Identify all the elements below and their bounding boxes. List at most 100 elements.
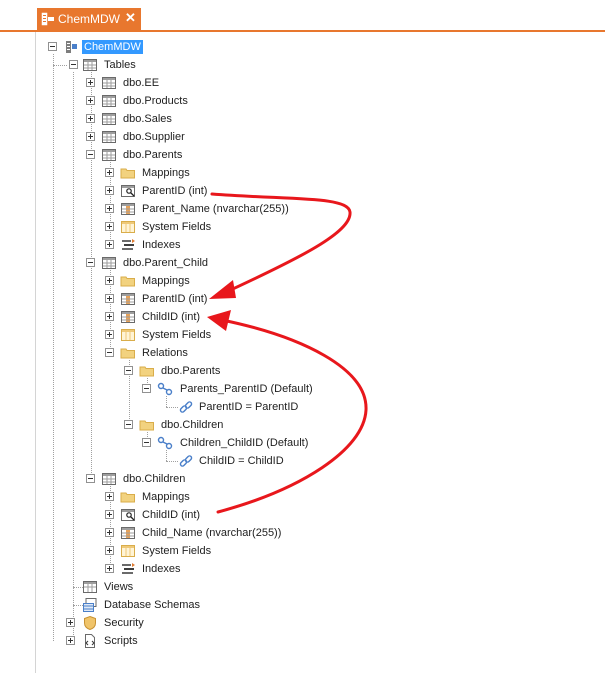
table-icon: [102, 77, 116, 89]
system-fields-label: System Fields: [142, 221, 212, 233]
mappings-label: Mappings: [142, 491, 190, 503]
tables-icon: [83, 59, 97, 71]
link-icon: [179, 455, 193, 467]
tree-node-indexes[interactable]: Indexes: [105, 236, 225, 254]
tree-node-tables[interactable]: Tables: [66, 56, 186, 74]
tree-node-system-fields[interactable]: System Fields: [105, 326, 225, 344]
tree-node-security[interactable]: Security: [66, 614, 186, 632]
expand-icon[interactable]: [105, 546, 114, 555]
tree-node-mappings[interactable]: Mappings: [105, 272, 225, 290]
tree-node-relation-key[interactable]: Parents_ParentID (Default): [142, 380, 322, 398]
folder-icon: [120, 348, 135, 359]
root-label: ChemMDW: [82, 40, 143, 54]
tree-node-parent-name[interactable]: Parent_Name (nvarchar(255)): [105, 200, 295, 218]
tree-node-relation-parents[interactable]: dbo.Parents: [124, 362, 244, 380]
collapse-icon[interactable]: [86, 258, 95, 267]
tree-node-parentid-key[interactable]: ParentID (int): [105, 182, 225, 200]
collapse-icon[interactable]: [142, 438, 151, 447]
collapse-icon[interactable]: [124, 420, 133, 429]
folder-icon: [139, 420, 154, 431]
expand-icon[interactable]: [105, 168, 114, 177]
tree-node-relation-children[interactable]: dbo.Children: [124, 416, 244, 434]
tree-node-table-parent-child[interactable]: dbo.Parent_Child: [86, 254, 226, 272]
tree-node-mappings[interactable]: Mappings: [105, 488, 225, 506]
tree-node-mappings[interactable]: Mappings: [105, 164, 225, 182]
database-tab-icon: [41, 12, 54, 26]
tree-node-relation-condition[interactable]: ChildID = ChildID: [161, 452, 311, 470]
field-icon: [121, 203, 135, 215]
tree-node-table-ee[interactable]: dbo.EE: [86, 74, 206, 92]
table-label: dbo.Children: [123, 473, 186, 485]
relation-key-label: Parents_ParentID (Default): [180, 383, 313, 395]
field-label: Child_Name (nvarchar(255)): [142, 527, 282, 539]
table-icon: [102, 95, 116, 107]
shield-icon: [84, 615, 96, 631]
tree-node-relation-condition[interactable]: ParentID = ParentID: [161, 398, 311, 416]
tree-node-database-schemas[interactable]: Database Schemas: [66, 596, 216, 614]
indexes-icon: [122, 563, 135, 574]
collapse-icon[interactable]: [142, 384, 151, 393]
table-label: dbo.Parent_Child: [123, 257, 209, 269]
tree-node-indexes[interactable]: Indexes: [105, 560, 225, 578]
tree-node-childid-key[interactable]: ChildID (int): [105, 506, 225, 524]
relation-condition-label: ChildID = ChildID: [199, 455, 284, 467]
tree-node-views[interactable]: Views: [66, 578, 186, 596]
tree-node-relations[interactable]: Relations: [105, 344, 225, 362]
relation-icon: [157, 382, 173, 396]
database-icon: [66, 41, 77, 53]
tree-node-childid-field[interactable]: ChildID (int): [105, 308, 225, 326]
tree-node-child-name[interactable]: Child_Name (nvarchar(255)): [105, 524, 295, 542]
expand-icon[interactable]: [105, 330, 114, 339]
table-label: dbo.Sales: [123, 113, 172, 125]
field-icon: [121, 311, 135, 323]
document-tab[interactable]: ChemMDW ✕: [37, 8, 141, 30]
expand-icon[interactable]: [105, 222, 114, 231]
close-icon[interactable]: ✕: [125, 10, 136, 25]
collapse-icon[interactable]: [105, 348, 114, 357]
schemas-label: Database Schemas: [104, 599, 200, 611]
tree-node-system-fields[interactable]: System Fields: [105, 542, 225, 560]
expand-icon[interactable]: [66, 636, 75, 645]
expand-icon[interactable]: [105, 186, 114, 195]
tree-node-table-children[interactable]: dbo.Children: [86, 470, 206, 488]
tree-node-system-fields[interactable]: System Fields: [105, 218, 225, 236]
table-label: dbo.Products: [123, 95, 188, 107]
tree-node-relation-key[interactable]: Children_ChildID (Default): [142, 434, 322, 452]
expand-icon[interactable]: [66, 618, 75, 627]
expand-icon[interactable]: [105, 312, 114, 321]
field-label: Parent_Name (nvarchar(255)): [142, 203, 289, 215]
tree-node-scripts[interactable]: Scripts: [66, 632, 186, 650]
collapse-icon[interactable]: [48, 42, 57, 51]
table-label: dbo.Parents: [123, 149, 183, 161]
expand-icon[interactable]: [105, 204, 114, 213]
tree-node-parentid-field[interactable]: ParentID (int): [105, 290, 225, 308]
collapse-icon[interactable]: [69, 60, 78, 69]
tables-label: Tables: [104, 59, 136, 71]
expand-icon[interactable]: [105, 564, 114, 573]
system-fields-icon: [121, 329, 135, 341]
tree-node-root[interactable]: ChemMDW: [45, 38, 165, 56]
pane-left-border: [35, 32, 36, 673]
tab-title: ChemMDW: [58, 12, 120, 26]
tree-node-table-parents[interactable]: dbo.Parents: [86, 146, 206, 164]
expand-icon[interactable]: [105, 528, 114, 537]
tree-node-table-supplier[interactable]: dbo.Supplier: [86, 128, 206, 146]
expand-icon[interactable]: [86, 96, 95, 105]
tab-underline: [0, 30, 605, 32]
expand-icon[interactable]: [105, 294, 114, 303]
expand-icon[interactable]: [86, 78, 95, 87]
tree-node-table-products[interactable]: dbo.Products: [86, 92, 206, 110]
expand-icon[interactable]: [86, 114, 95, 123]
expand-icon[interactable]: [105, 240, 114, 249]
tree-node-table-sales[interactable]: dbo.Sales: [86, 110, 206, 128]
expand-icon[interactable]: [105, 276, 114, 285]
expand-icon[interactable]: [105, 510, 114, 519]
expand-icon[interactable]: [86, 132, 95, 141]
relation-condition-label: ParentID = ParentID: [199, 401, 299, 413]
collapse-icon[interactable]: [86, 474, 95, 483]
relation-table-label: dbo.Children: [161, 419, 224, 431]
collapse-icon[interactable]: [86, 150, 95, 159]
collapse-icon[interactable]: [124, 366, 133, 375]
expand-icon[interactable]: [105, 492, 114, 501]
primary-key-field-icon: [121, 509, 135, 521]
